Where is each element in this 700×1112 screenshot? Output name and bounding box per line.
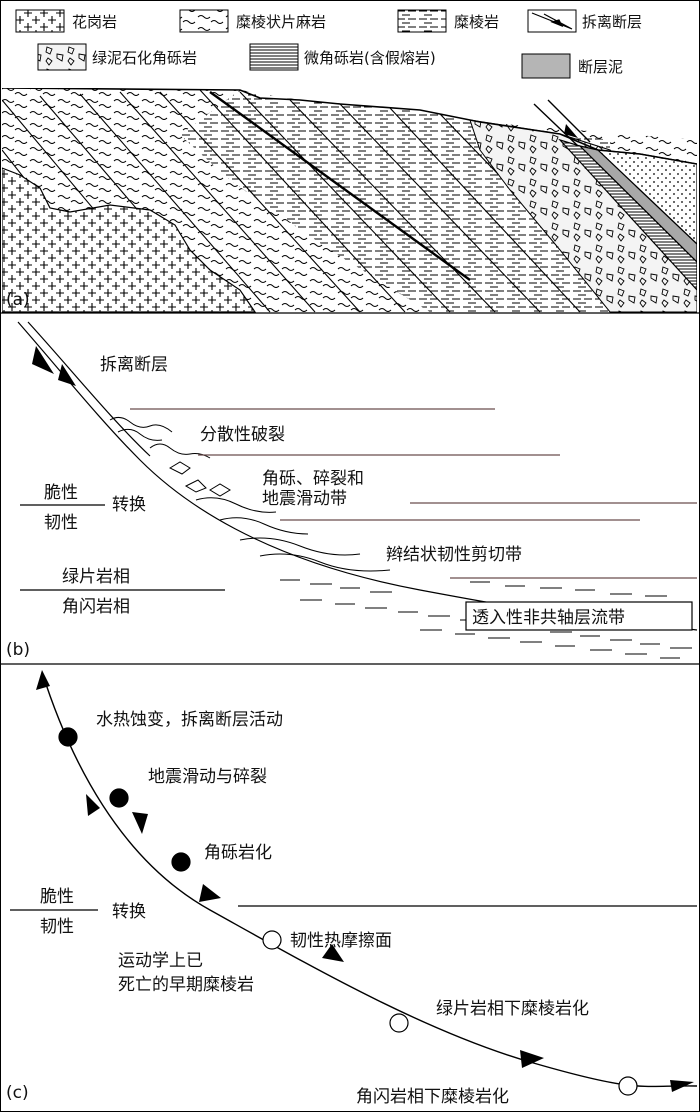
- fault-arrow-icon: [531, 12, 573, 30]
- ductile-label: 韧性: [44, 513, 78, 533]
- transition-label: 转换: [112, 902, 146, 922]
- facies-boundaries: [20, 504, 225, 591]
- arrowhead-icon: [520, 1050, 544, 1068]
- hydrothermal-label: 水热蚀变，拆离断层活动: [96, 710, 283, 730]
- filled-marker-icon: [171, 852, 191, 872]
- fault-arrow-down-icon: [58, 364, 76, 386]
- topographic-surface: [2, 88, 697, 165]
- fault-arrow-up-icon: [32, 346, 54, 374]
- panel-c-tag: (c): [6, 1083, 29, 1103]
- arrowhead-icon: [132, 812, 148, 834]
- legend-detachment-fault: 拆离断层: [582, 13, 642, 31]
- legend-microbreccia: 微角砾岩(含假熔岩): [304, 49, 436, 67]
- breccia-zone-label-1: 角砾、碎裂和: [262, 469, 364, 489]
- panel-b-labels: 拆离断层 分散性破裂 角砾、碎裂和 地震滑动带 辫结状韧性剪切带 透入性非共轴层…: [44, 355, 693, 631]
- brecciation-label: 角砾岩化: [204, 843, 272, 863]
- fault-curve-lower: [27, 321, 151, 457]
- panel-a-tag: (a): [6, 290, 30, 310]
- fault-trace: [533, 99, 591, 147]
- penetrative-flow-dashes: [280, 579, 692, 659]
- legend-mylonitic-gneiss: 糜棱状片麻岩: [236, 13, 326, 31]
- panel-a-cross-section: (a): [0, 88, 700, 314]
- fault-motion-arrow-icon: [564, 124, 578, 138]
- open-marker-icon: [389, 1013, 409, 1033]
- dead-mylonite-label-1: 运动学上已: [118, 951, 203, 971]
- open-marker-icon: [262, 930, 282, 950]
- penetrative-flow-label: 透入性非共轴层流带: [472, 608, 625, 628]
- ductile-friction-label: 韧性热摩擦面: [290, 931, 392, 951]
- arrowhead-icon: [670, 1080, 694, 1092]
- granite-swatch: [15, 9, 65, 33]
- chloritized-breccia-swatch: [37, 43, 87, 71]
- dead-mylonite-label-2: 死亡的早期糜棱岩: [118, 975, 254, 995]
- microbreccia-swatch: [249, 43, 299, 71]
- foliation-lines: [2, 89, 611, 313]
- arrowhead-icon: [199, 884, 221, 902]
- zone-boundaries: [130, 408, 697, 579]
- panel-b-shear-zone-model: 拆离断层 分散性破裂 角砾、碎裂和 地震滑动带 辫结状韧性剪切带 透入性非共轴层…: [0, 321, 700, 665]
- anastomosing-shear-label: 辫结状韧性剪切带: [386, 545, 522, 565]
- arrowhead-icon: [322, 944, 344, 962]
- breccia-zone-label-2: 地震滑动带: [262, 489, 347, 509]
- arrowhead-icon: [86, 794, 100, 816]
- dispersed-fracture-label: 分散性破裂: [200, 425, 285, 445]
- filled-marker-icon: [109, 788, 129, 808]
- legend-granite: 花岗岩: [72, 13, 117, 31]
- amphibolite-label: 角闪岩相: [62, 597, 130, 617]
- seismic-slip-label: 地震滑动与碎裂: [148, 767, 267, 787]
- evolution-path: [41, 671, 698, 1088]
- open-marker-icon: [618, 1076, 638, 1096]
- panel-b-tag: (b): [6, 640, 30, 660]
- ductile-label: 韧性: [40, 917, 74, 937]
- arrowhead-icon: [36, 670, 50, 690]
- brittle-label: 脆性: [44, 483, 78, 503]
- legend-fault-gouge: 断层泥: [578, 58, 623, 76]
- legend: 花岗岩 糜棱状片麻岩 糜棱岩 拆离断层 绿泥石化角砾岩 微角砾岩(含假熔岩) 断…: [15, 9, 642, 79]
- panel-c-evolution-path: 水热蚀变，拆离断层活动 地震滑动与碎裂 角砾岩化 韧性热摩擦面 运动学上已 死亡…: [6, 670, 698, 1107]
- greenschist-mylonitization-label: 绿片岩相下糜棱岩化: [436, 999, 589, 1019]
- chloritized-breccia-body: [469, 119, 697, 313]
- mylonitic-gneiss-swatch: [179, 9, 229, 33]
- legend-mylonite: 糜棱岩: [454, 13, 499, 31]
- transition-label: 转换: [112, 495, 146, 515]
- fault-gouge-band: [578, 144, 697, 263]
- greenschist-label: 绿片岩相: [62, 567, 130, 587]
- granite-body: [2, 167, 257, 313]
- brittle-label: 脆性: [40, 887, 74, 907]
- fault-label: 拆离断层: [100, 355, 168, 375]
- fault-gouge-swatch: [521, 53, 571, 79]
- stage-markers: [58, 727, 638, 1096]
- legend-chloritized-breccia: 绿泥石化角砾岩: [92, 49, 197, 67]
- panel-c-labels: 水热蚀变，拆离断层活动 地震滑动与碎裂 角砾岩化 韧性热摩擦面 运动学上已 死亡…: [40, 710, 589, 1107]
- microbreccia-band: [558, 138, 697, 291]
- path-arrows: [36, 670, 694, 1092]
- penetrative-flow-box: [465, 601, 693, 631]
- filled-marker-icon: [58, 727, 78, 747]
- mylonite-swatch: [397, 9, 447, 33]
- breccia-cataclasite-zone: [109, 416, 391, 572]
- amphibolite-mylonitization-label: 角闪岩相下糜棱岩化: [356, 1087, 509, 1107]
